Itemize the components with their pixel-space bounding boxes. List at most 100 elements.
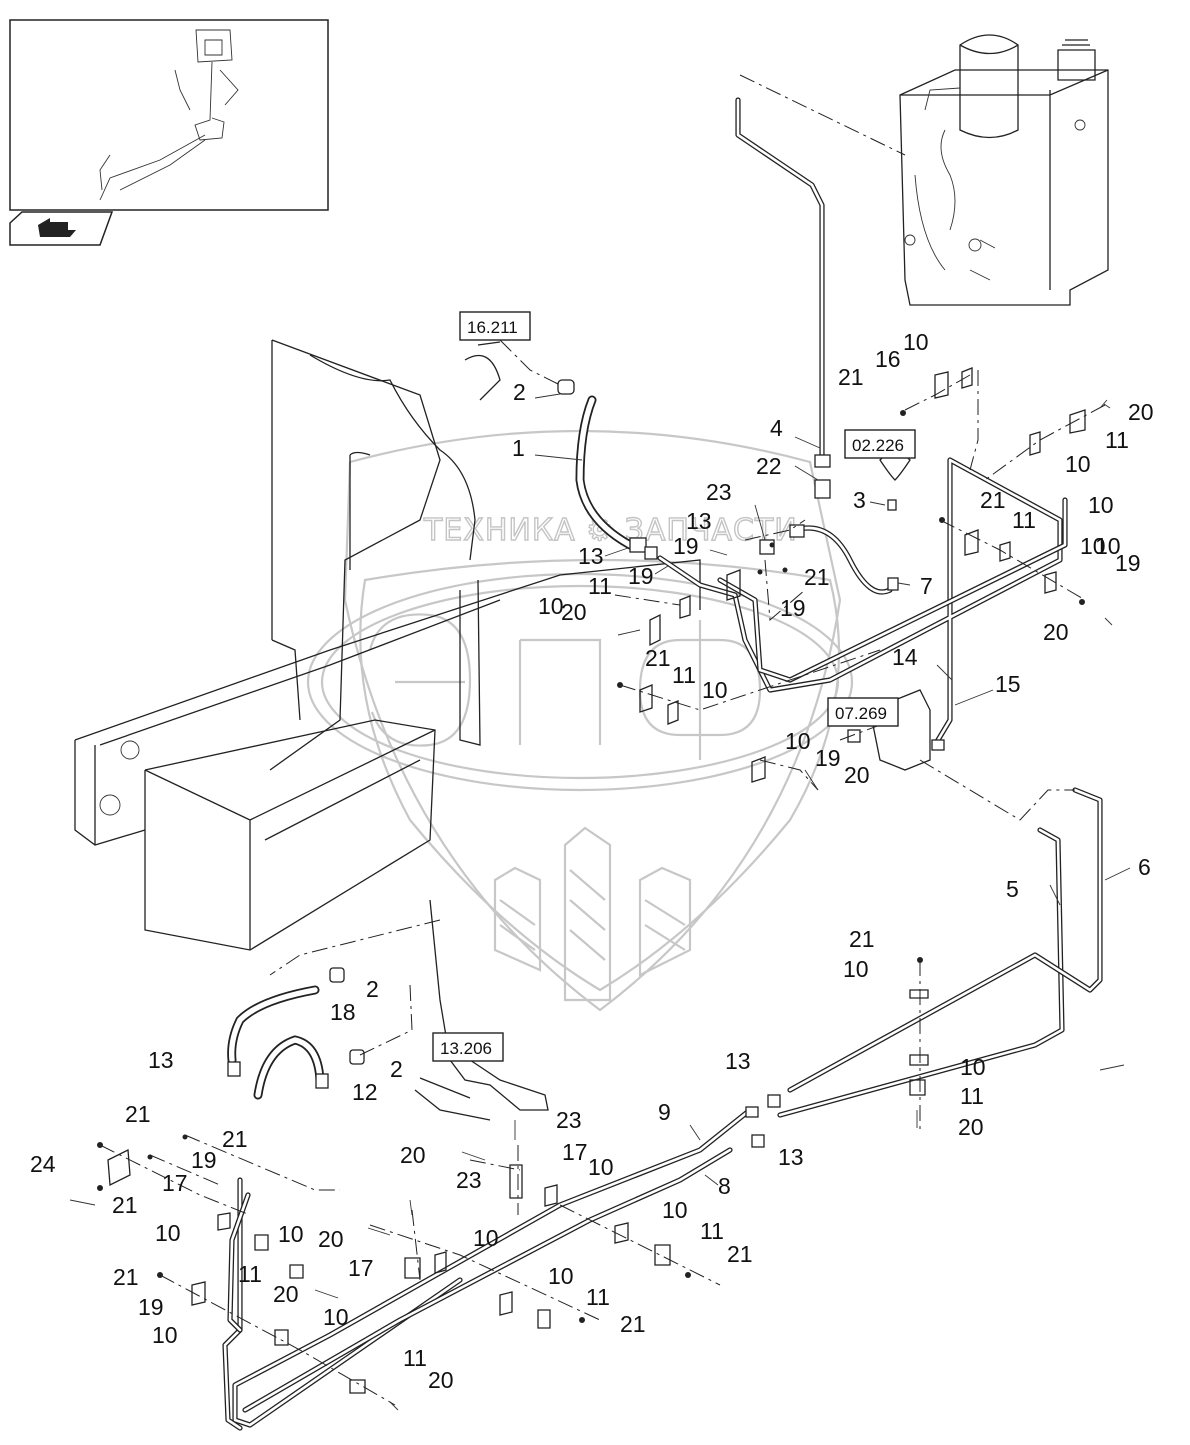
callout: 10: [960, 1054, 986, 1080]
callout: 11: [700, 1218, 724, 1244]
callout: 10: [1065, 451, 1091, 477]
callout: 17: [562, 1139, 588, 1165]
callout: 19: [138, 1294, 164, 1320]
callout: 23: [706, 479, 732, 505]
callout: 19: [1115, 550, 1141, 576]
callout: 6: [1138, 854, 1151, 880]
callout: 2: [513, 379, 526, 405]
callout: 20: [561, 599, 587, 625]
inset-overview: [9, 19, 329, 211]
callout: 10: [278, 1221, 304, 1247]
callout: 10: [588, 1154, 614, 1180]
callout: 20: [1128, 399, 1154, 425]
callout: 5: [1006, 876, 1019, 902]
callout: 13: [578, 543, 604, 569]
callout: 19: [628, 563, 654, 589]
callout: 24: [30, 1151, 56, 1177]
callout: 2: [390, 1056, 403, 1082]
chassis-frame: [74, 339, 701, 1121]
clamps: [107, 367, 1086, 1394]
callout: 21: [838, 364, 864, 390]
callout: 11: [586, 1284, 610, 1310]
callout: 20: [1043, 619, 1069, 645]
callout: 13: [778, 1144, 804, 1170]
callout: 20: [428, 1367, 454, 1393]
callout: 19: [780, 595, 806, 621]
callout: 2: [366, 976, 379, 1002]
callout: 21: [113, 1264, 139, 1290]
callout: 12: [352, 1079, 378, 1105]
callout: 22: [756, 453, 782, 479]
callout: 21: [620, 1311, 646, 1337]
ref-label: 13.206: [440, 1039, 492, 1058]
callout: 10: [785, 728, 811, 754]
callout: 21: [804, 564, 830, 590]
callout: 10: [1080, 533, 1106, 559]
ref-label: 07.269: [835, 704, 887, 723]
fittings: [227, 379, 945, 1148]
callout: 20: [958, 1114, 984, 1140]
callout: 10: [702, 677, 728, 703]
callout: 11: [672, 662, 696, 688]
callout: 20: [844, 762, 870, 788]
alignment-lines: [99, 74, 1106, 1406]
callout: 11: [588, 573, 612, 599]
callout: 20: [318, 1226, 344, 1252]
callout: 14: [892, 644, 918, 670]
callout: 11: [960, 1083, 984, 1109]
callout: 13: [148, 1047, 174, 1073]
pipe-group: [222, 97, 1103, 1431]
callout: 10: [473, 1225, 499, 1251]
callout: 17: [348, 1255, 374, 1281]
callout: 21: [645, 645, 671, 671]
callout: 21: [727, 1241, 753, 1267]
ref-box-13-206[interactable]: 13.206: [432, 1032, 504, 1062]
callout: 10: [152, 1322, 178, 1348]
callout: 10: [1095, 533, 1121, 559]
callout: 10: [155, 1220, 181, 1246]
ref-label: 02.226: [852, 436, 904, 455]
callout: 17: [162, 1170, 188, 1196]
callout: 19: [673, 533, 699, 559]
callout: 19: [815, 745, 841, 771]
callout: 1: [512, 435, 525, 461]
navigation-arrow-icon[interactable]: [9, 211, 114, 246]
callouts: 1 2 2 2 3 4 5 6 7 8 9 10 10 10 10 10 10 …: [30, 329, 1154, 1393]
callout: 8: [718, 1173, 731, 1199]
hydraulic-tank-unit: [899, 34, 1109, 306]
ref-label: 16.211: [467, 318, 518, 337]
callout: 10: [843, 956, 869, 982]
callout: 11: [1012, 507, 1036, 533]
callout: 23: [556, 1107, 582, 1133]
callout: 10: [538, 593, 564, 619]
callout: 7: [920, 573, 933, 599]
watermark-logo: ТЕХНИКА ⚙ ЗАПЧАСТИ: [306, 429, 854, 1012]
callout: 11: [238, 1261, 262, 1287]
callout: 20: [400, 1142, 426, 1168]
ref-box-02-226[interactable]: 02.226: [844, 429, 916, 459]
bolts: [69, 399, 1113, 1411]
callout: 21: [849, 926, 875, 952]
callout: 13: [725, 1048, 751, 1074]
callout: 20: [273, 1281, 299, 1307]
callout: 21: [125, 1101, 151, 1127]
callout: 10: [903, 329, 929, 355]
ref-box-16-211[interactable]: 16.211: [459, 311, 531, 341]
callout: 10: [548, 1263, 574, 1289]
callout: 3: [853, 487, 866, 513]
callout: 21: [112, 1192, 138, 1218]
callout: 10: [323, 1304, 349, 1330]
callout: 13: [686, 508, 712, 534]
callout: 21: [222, 1126, 248, 1152]
callout: 10: [662, 1197, 688, 1223]
callout: 10: [1088, 492, 1114, 518]
ref-box-07-269[interactable]: 07.269: [827, 697, 899, 727]
callout: 11: [1105, 427, 1129, 453]
callout: 15: [995, 671, 1021, 697]
callout: 11: [403, 1345, 427, 1371]
leader-lines: [534, 393, 1131, 1186]
callout: 23: [456, 1167, 482, 1193]
callout: 16: [875, 346, 901, 372]
callout: 21: [980, 487, 1006, 513]
